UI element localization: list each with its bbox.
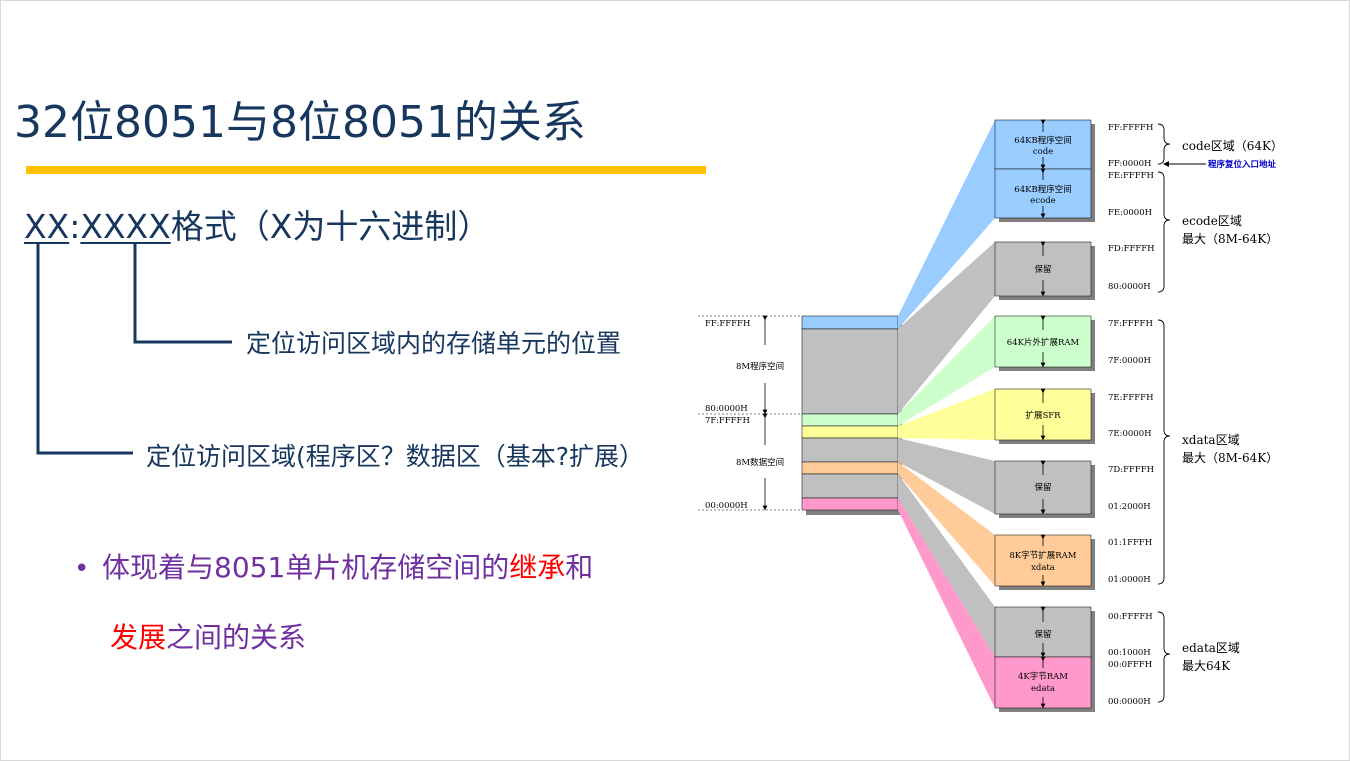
addr-11: 7D:FFFFH	[1108, 465, 1154, 475]
left-seg-reserved	[801, 437, 899, 463]
left-seg-reserved-2	[801, 473, 899, 499]
left-label-000000: 00:0000H	[705, 501, 748, 511]
left-seg-ext-ram	[801, 413, 899, 427]
inherit-highlight: 继承	[509, 551, 566, 584]
title-underline-bar	[26, 166, 706, 174]
region-connector	[36, 244, 133, 455]
left-label-data-space: 8M数据空间	[736, 457, 784, 468]
block-ecode-label: 64KB程序空间	[1014, 184, 1071, 195]
brace-code	[1157, 123, 1171, 165]
region-xdata: xdata区域	[1182, 433, 1240, 447]
region-ecode-max: 最大（8M-64K）	[1182, 232, 1278, 246]
addr-17: 00:0FFFH	[1108, 660, 1152, 670]
reset-entry-label: 程序复位入口地址	[1208, 159, 1277, 170]
region-code: code区域（64K）	[1182, 139, 1283, 153]
left-seg-edata	[801, 497, 899, 511]
bullet-dot: •	[74, 554, 90, 584]
region-xdata-max: 最大（8M-64K）	[1182, 451, 1278, 465]
block-ext-ram-label: 64K片外扩展RAM	[1007, 337, 1080, 348]
format-description: 格式（X为十六进制）	[170, 207, 491, 246]
left-seg-code-space	[801, 328, 899, 415]
offset-segment: XXXX	[80, 207, 171, 246]
addr-10: 7E:0000H	[1108, 429, 1152, 439]
addr-4: FE:0000H	[1108, 208, 1152, 218]
addr-16: 00:1000H	[1108, 648, 1151, 658]
fan-reserved-1	[898, 242, 995, 414]
addr-6: 80:0000H	[1108, 282, 1151, 292]
left-seg-sfr	[801, 425, 899, 439]
addr-18: 00:0000H	[1108, 697, 1151, 707]
block-code-sub: code	[1033, 147, 1053, 157]
bullet-line-2: 发展之间的关系	[110, 621, 307, 654]
block-ecode-sub: ecode	[1030, 196, 1055, 206]
left-label-ffffff: FF:FFFFH	[705, 319, 750, 329]
addr-1: FF:FFFFH	[1108, 123, 1153, 133]
block-xdata-sub: xdata	[1031, 563, 1055, 573]
addr-9: 7E:FFFFH	[1108, 393, 1153, 403]
addr-15: 00:FFFFH	[1108, 612, 1153, 622]
addr-12: 01:2000H	[1108, 502, 1151, 512]
fan-edata	[898, 498, 995, 708]
develop-highlight: 发展	[110, 621, 167, 654]
block-ext-sfr-label: 扩展SFR	[1025, 410, 1061, 421]
addr-2: FF:0000H	[1108, 159, 1151, 169]
format-colon: :	[69, 207, 81, 246]
block-reserved-3-label: 保留	[1034, 629, 1051, 640]
addr-5: FD:FFFFH	[1108, 244, 1155, 254]
brace-xdata	[1157, 319, 1171, 585]
brace-ecode	[1157, 171, 1171, 293]
left-label-code-space: 8M程序空间	[736, 361, 784, 372]
addr-8: 7F:0000H	[1108, 356, 1151, 366]
brace-edata	[1157, 611, 1171, 703]
fan-xdata	[898, 462, 995, 586]
region-edata-max: 最大64K	[1182, 659, 1231, 673]
addr-3: FE:FFFFH	[1108, 171, 1154, 181]
fan-sfr	[898, 389, 995, 440]
offset-description: 定位访问区域内的存储单元的位置	[246, 329, 622, 358]
block-reserved-1-label: 保留	[1034, 264, 1051, 275]
addr-14: 01:0000H	[1108, 575, 1151, 585]
block-code-label: 64KB程序空间	[1014, 135, 1071, 146]
block-edata-label: 4K字节RAM	[1018, 671, 1068, 682]
fan-code	[898, 120, 995, 329]
left-label-7fffff: 7F:FFFFH	[705, 416, 750, 426]
offset-connector	[133, 244, 232, 344]
region-description: 定位访问区域(程序区？数据区（基本?扩展）	[146, 442, 645, 471]
region-edata: edata区域	[1182, 641, 1240, 655]
region-segment: XX	[24, 207, 70, 246]
region-ecode: ecode区域	[1182, 214, 1242, 228]
block-edata-sub: edata	[1031, 684, 1055, 694]
fan-reserved-3	[898, 474, 995, 657]
block-xdata-label: 8K字节扩展RAM	[1009, 550, 1076, 561]
block-reserved-2-label: 保留	[1034, 482, 1051, 493]
bullet-line-1: 体现着与8051单片机存储空间的继承和	[102, 551, 594, 584]
left-seg-code	[801, 315, 899, 330]
addr-13: 01:1FFFH	[1108, 538, 1152, 548]
addr-7: 7F:FFFFH	[1108, 319, 1153, 329]
fan-reserved-2	[898, 438, 995, 514]
left-label-800000: 80:0000H	[705, 404, 748, 414]
right-blocks	[994, 119, 1095, 712]
slide-title: 32位8051与8位8051的关系	[14, 97, 586, 148]
left-seg-xdata	[801, 461, 899, 475]
fan-ext-ram	[898, 316, 995, 426]
address-format: XX:XXXX格式（X为十六进制）	[24, 200, 490, 248]
